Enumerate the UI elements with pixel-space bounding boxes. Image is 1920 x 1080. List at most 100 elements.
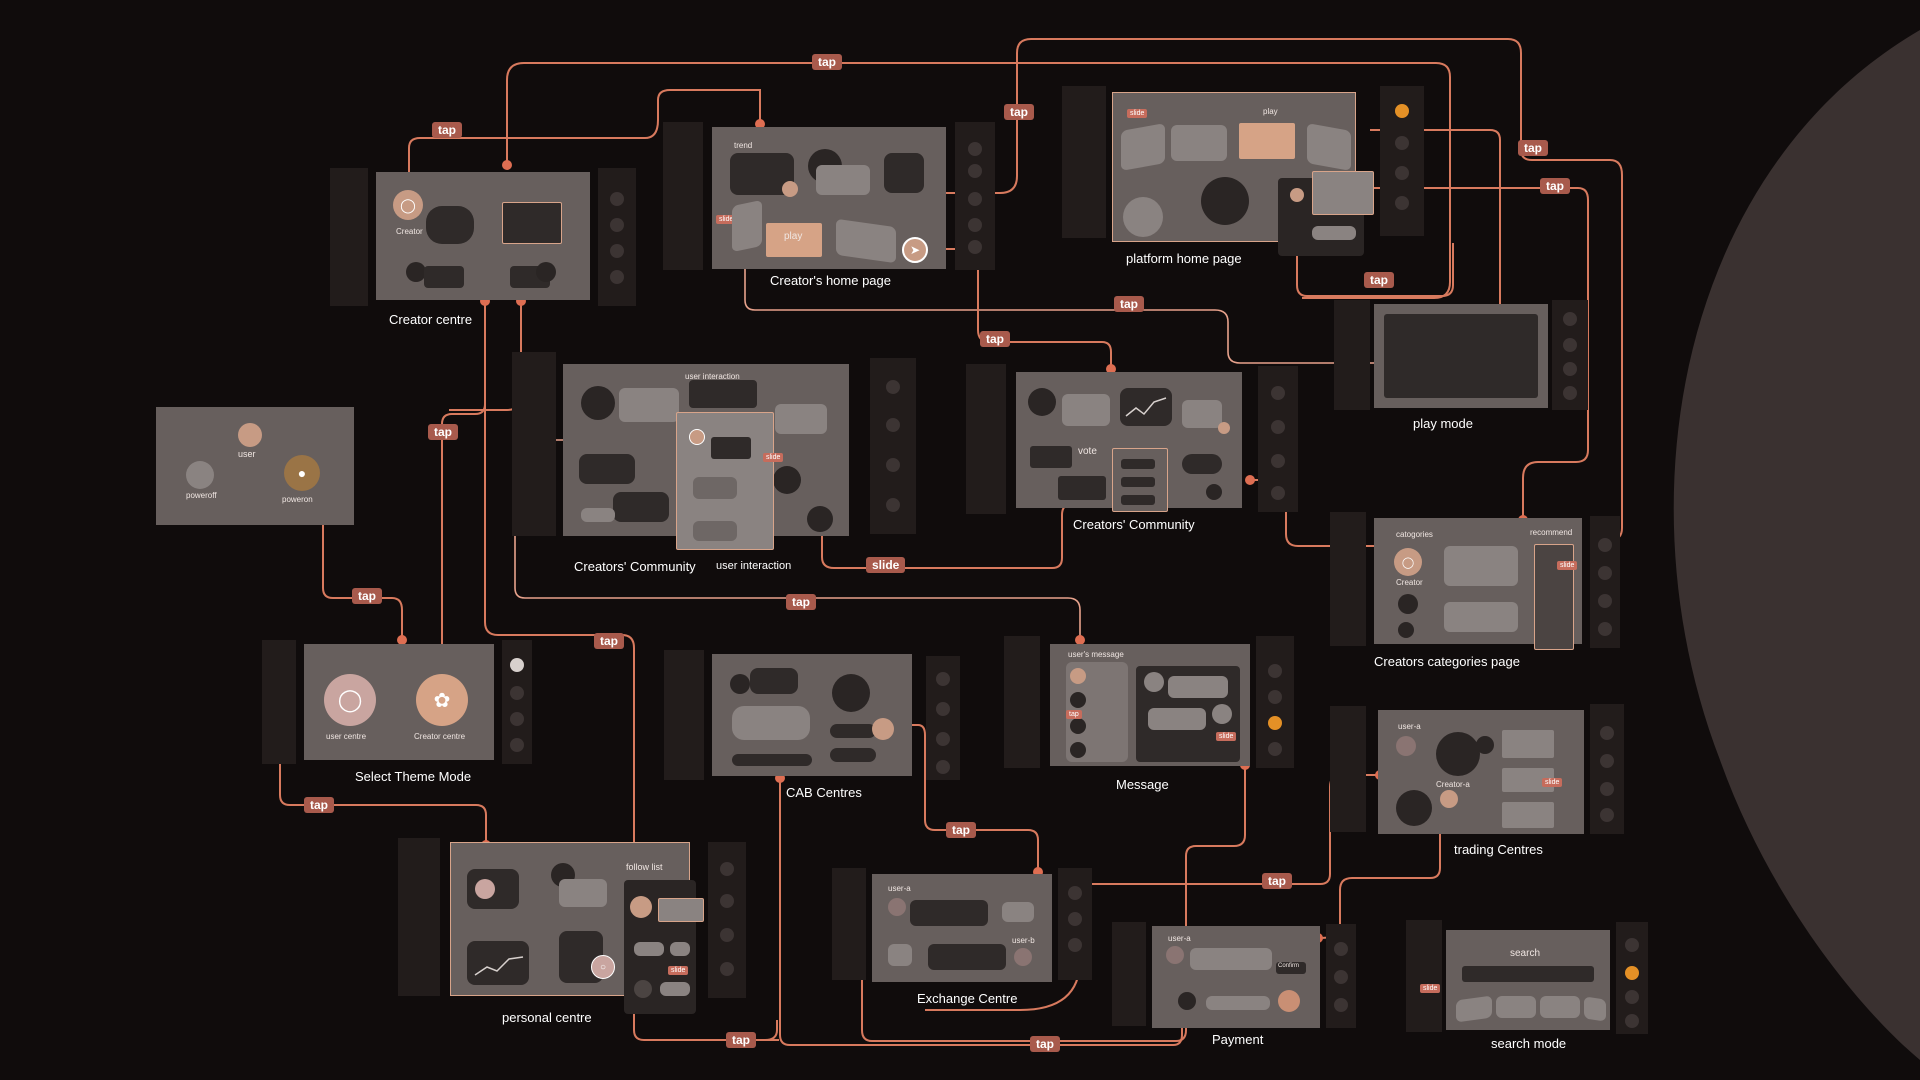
creator-centre-button[interactable]: ✿: [416, 674, 468, 726]
block: [910, 900, 988, 926]
slide-tag: slide: [866, 557, 906, 573]
screen-select-theme[interactable]: ◯ user centre ✿ Creator centre: [304, 644, 494, 760]
dot: [1144, 672, 1164, 692]
confirm-button[interactable]: Confirm: [1276, 962, 1306, 974]
screen-trading[interactable]: user-a Creator-a slide: [1378, 710, 1584, 834]
side-panel-right: [598, 168, 636, 306]
screen-creators-home[interactable]: trend slide play ➤: [712, 127, 946, 269]
backdrop-arc: [1673, 30, 1920, 1060]
dot: [1398, 622, 1414, 638]
side-panel-left: [664, 650, 704, 780]
creator-icon: [1440, 790, 1458, 808]
play-card[interactable]: play: [766, 223, 822, 257]
toggle[interactable]: [830, 748, 876, 762]
preview-frame[interactable]: [502, 202, 562, 244]
screen-power[interactable]: user poweroff ● poweron: [156, 407, 354, 525]
poweron-button[interactable]: ●: [284, 455, 320, 491]
bar: [732, 754, 812, 766]
screen-title: search mode: [1491, 1036, 1567, 1051]
bar: [1206, 996, 1270, 1010]
screen-cab[interactable]: [712, 654, 912, 776]
dot: [581, 386, 615, 420]
card: [1540, 996, 1580, 1018]
bar: [670, 942, 690, 956]
recommend-panel[interactable]: slide: [1534, 544, 1578, 650]
side-panel-right: [1590, 704, 1624, 834]
screen-message[interactable]: user's message tap slide: [1050, 644, 1250, 766]
user-icon: ◯: [1401, 556, 1415, 569]
block: [1030, 446, 1072, 468]
side-panel-left: [262, 640, 296, 764]
play-card[interactable]: [1239, 123, 1295, 159]
creator-avatar[interactable]: ◯: [393, 190, 423, 220]
preview[interactable]: [658, 898, 704, 922]
slide-tag: slide: [1420, 984, 1441, 993]
side-panel-right: [870, 358, 916, 534]
pay-button[interactable]: [1278, 990, 1300, 1012]
vote-panel[interactable]: [1112, 448, 1168, 512]
screen-title: Creator centre: [389, 312, 473, 327]
tap-tag: tap: [812, 54, 842, 70]
creator-avatar[interactable]: ◯: [1394, 548, 1422, 576]
tap-tag: tap: [786, 594, 816, 610]
tap-tag: tap: [1262, 873, 1292, 889]
side-panel-right: [1256, 636, 1294, 768]
dot: [730, 674, 750, 694]
card: [732, 199, 762, 253]
side-panel-left: [1062, 86, 1106, 238]
recommend-label: recommend: [1530, 528, 1573, 537]
tap-tag: tap: [594, 633, 624, 649]
block: [1190, 948, 1272, 970]
chat-panel[interactable]: slide: [1136, 666, 1240, 762]
screen-title: Message: [1116, 777, 1169, 792]
screen-payment[interactable]: user-a Confirm: [1152, 926, 1320, 1028]
dot: [1070, 742, 1086, 758]
dot: [1070, 718, 1086, 734]
lock-icon[interactable]: ○: [591, 955, 615, 979]
user-avatar[interactable]: [238, 423, 262, 447]
tap-tag: tap: [428, 424, 458, 440]
block: [1002, 902, 1034, 922]
card: [1171, 125, 1227, 161]
card: [1502, 730, 1554, 758]
poweroff-button[interactable]: [186, 461, 214, 489]
message-list[interactable]: tap: [1066, 662, 1128, 762]
dot: [1070, 692, 1086, 708]
dot: [689, 429, 705, 445]
bar: [1312, 226, 1356, 240]
search-input[interactable]: [1462, 966, 1594, 982]
card: [1496, 996, 1536, 1018]
screen-creator-centre[interactable]: ◯ Creator: [376, 172, 590, 300]
screen-search[interactable]: search: [1446, 930, 1610, 1030]
screen-community-right[interactable]: vote: [1016, 372, 1242, 512]
user-icon: [1014, 948, 1032, 966]
screen-title: Creators' Community: [574, 559, 696, 574]
toggle[interactable]: [830, 724, 876, 738]
slide-tag: slide: [1127, 109, 1148, 118]
search-label: search: [1510, 948, 1541, 959]
video-area[interactable]: [1384, 314, 1538, 398]
screen-title: platform home page: [1126, 251, 1242, 266]
toggle[interactable]: [1182, 454, 1222, 474]
side-panel-right: [1552, 300, 1588, 410]
screen-exchange[interactable]: user-a user-b: [872, 874, 1052, 982]
block: [816, 165, 870, 195]
screen-title: Select Theme Mode: [355, 769, 472, 784]
block: [619, 388, 679, 422]
user-interaction-panel[interactable]: slide: [676, 412, 784, 550]
follow-list-label: follow list: [626, 862, 663, 872]
user-a-label: user-a: [1398, 722, 1421, 731]
send-icon[interactable]: ➤: [902, 237, 928, 263]
popup-panel[interactable]: [1278, 171, 1374, 256]
screen-play-mode[interactable]: [1374, 304, 1548, 408]
poweron-label: poweron: [282, 495, 313, 504]
user-centre-button[interactable]: ◯: [324, 674, 376, 726]
trend-chart-icon: [1125, 397, 1167, 417]
chart-block: [1120, 388, 1172, 426]
screen-categories[interactable]: catogories recommend ◯ Creator slide: [1374, 518, 1582, 650]
side-panel-left: [398, 838, 440, 996]
follow-list-panel[interactable]: follow list slide: [624, 862, 704, 1014]
bubble: [1168, 676, 1228, 698]
preview[interactable]: [1312, 171, 1374, 215]
block: [579, 454, 635, 484]
